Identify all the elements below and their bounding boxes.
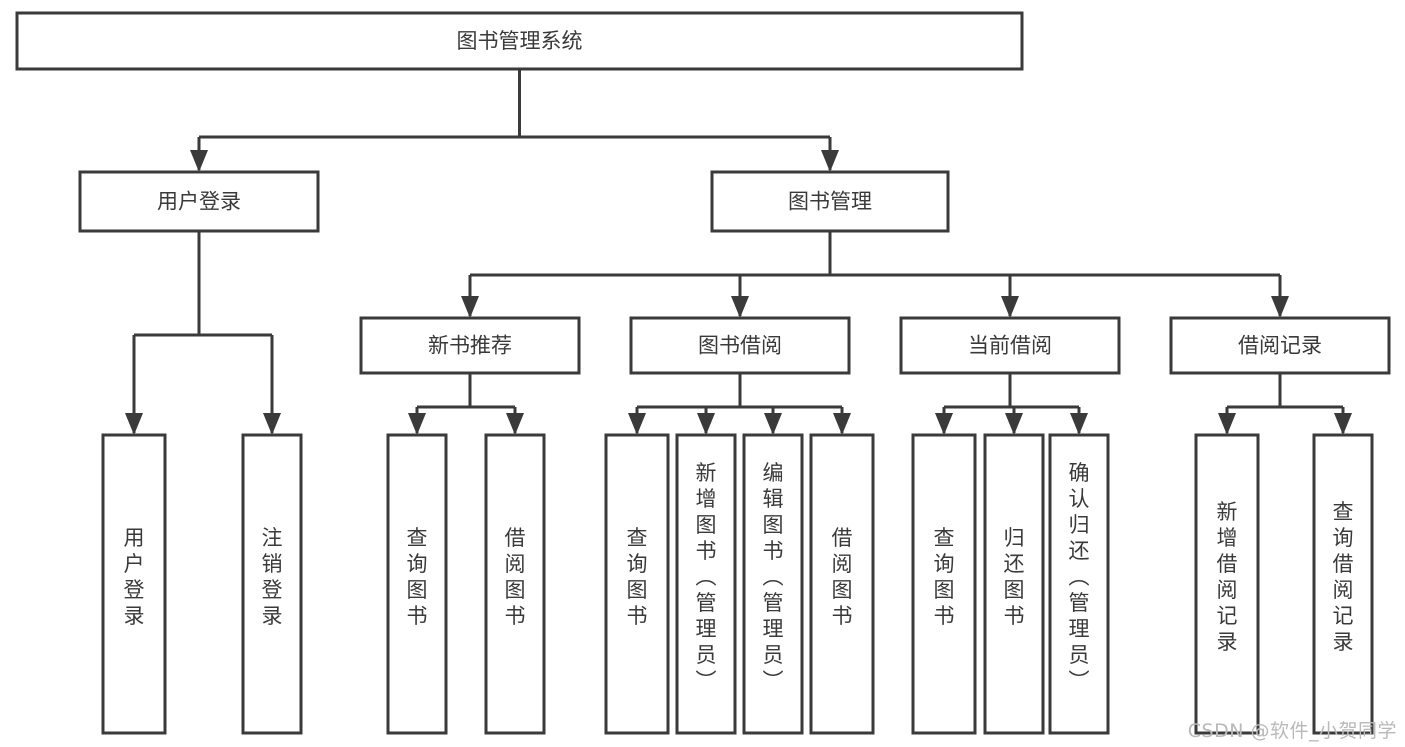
leaf-node-leaf-return-book-label: 归还图书 [1004,526,1025,628]
new-book-recommend-to-leaves-arrowhead-0 [408,413,426,435]
root-node-图书管理系统[interactable]: 图书管理系统 [15,11,1024,71]
level3-node-new-book-recommend-box[interactable] [359,316,581,375]
bookmanage-to-level3-arrowhead-2 [1001,296,1019,318]
level2-node-book-manage-label: 图书管理 [788,190,872,214]
level3-node-current-borrow-label: 当前借阅 [968,334,1052,358]
bookmanage-to-level3-arrowhead-3 [1271,296,1289,318]
leaf-node-leaf-return-book-box[interactable] [983,433,1045,735]
leaf-node-leaf-query-record-label: 查询借阅记录 [1333,500,1354,654]
leaf-node-leaf-add-book[interactable]: 新增图书︵管理员︶ [675,433,737,735]
level3-node-current-borrow[interactable]: 当前借阅 [899,316,1121,375]
leaf-node-leaf-logout-box[interactable] [241,433,303,735]
leaf-node-leaf-user-login[interactable]: 用户登录 [101,433,167,735]
leaf-node-leaf-user-login-label: 用户登录 [124,526,145,628]
leaf-node-leaf-add-book-label: 新增图书︵管理员︶ [696,461,717,693]
userlogin-to-leaves-arrowhead-1 [263,413,281,435]
level3-node-new-book-recommend[interactable]: 新书推荐 [359,316,581,375]
level2-node-user-login-box[interactable] [78,170,320,233]
root-to-level2-arrowhead-1 [821,150,839,172]
level3-node-book-borrow[interactable]: 图书借阅 [629,316,851,375]
current-borrow-to-leaves-arrowhead-2 [1070,413,1088,435]
leaf-node-leaf-query-book-3[interactable]: 查询图书 [911,433,977,735]
leaf-node-leaf-query-record-box[interactable] [1312,433,1374,735]
leaf-node-leaf-borrow-book-2[interactable]: 借阅图书 [809,433,875,735]
current-borrow-to-leaves-arrowhead-1 [1005,413,1023,435]
leaf-node-leaf-add-book-box[interactable] [675,433,737,735]
level3-node-book-borrow-label: 图书借阅 [698,334,782,358]
leaf-node-leaf-logout[interactable]: 注销登录 [241,433,303,735]
leaf-node-leaf-confirm-return-label: 确认归还︵管理员︶ [1069,461,1090,693]
bookmanage-to-level3-arrowhead-0 [461,296,479,318]
leaf-node-leaf-query-book-3-box[interactable] [911,433,977,735]
level3-node-borrow-record-box[interactable] [1169,316,1391,375]
leaf-node-leaf-user-login-box[interactable] [101,433,167,735]
level3-node-book-borrow-box[interactable] [629,316,851,375]
userlogin-to-leaves-arrowhead-0 [125,413,143,435]
level2-node-book-manage[interactable]: 图书管理 [710,170,950,233]
nodes-layer: 图书管理系统用户登录图书管理新书推荐图书借阅当前借阅借阅记录用户登录注销登录查询… [15,11,1391,735]
leaf-node-leaf-return-book[interactable]: 归还图书 [983,433,1045,735]
leaf-node-leaf-borrow-book-2-box[interactable] [809,433,875,735]
book-borrow-to-leaves-arrowhead-3 [833,413,851,435]
leaf-node-leaf-add-record-label: 新增借阅记录 [1217,500,1238,654]
book-borrow-to-leaves-arrowhead-1 [697,413,715,435]
level3-node-new-book-recommend-label: 新书推荐 [428,334,512,358]
leaf-node-leaf-borrow-book-1[interactable]: 借阅图书 [484,433,546,735]
leaf-node-leaf-query-book-2-box[interactable] [604,433,670,735]
leaf-node-leaf-query-book-3-label: 查询图书 [934,526,955,628]
leaf-node-leaf-edit-book[interactable]: 编辑图书︵管理员︶ [742,433,804,735]
leaf-node-leaf-logout-label: 注销登录 [262,526,283,628]
borrow-record-to-leaves-arrowhead-1 [1334,413,1352,435]
leaf-node-leaf-confirm-return-box[interactable] [1048,433,1110,735]
leaf-node-leaf-borrow-book-1-box[interactable] [484,433,546,735]
new-book-recommend-to-leaves-arrowhead-1 [506,413,524,435]
book-borrow-to-leaves-arrowhead-2 [764,413,782,435]
borrow-record-to-leaves-arrowhead-0 [1218,413,1236,435]
leaf-node-leaf-edit-book-box[interactable] [742,433,804,735]
csdn-watermark: CSDN @软件_小贺同学 [1187,720,1397,742]
level2-node-user-login-label: 用户登录 [157,190,241,214]
level3-node-current-borrow-box[interactable] [899,316,1121,375]
leaf-node-leaf-query-book-2[interactable]: 查询图书 [604,433,670,735]
leaf-node-leaf-query-record[interactable]: 查询借阅记录 [1312,433,1374,735]
leaf-node-leaf-query-book-2-label: 查询图书 [627,526,648,628]
root-node-图书管理系统-box[interactable] [15,11,1024,71]
leaf-node-leaf-borrow-book-1-label: 借阅图书 [505,526,526,628]
level3-node-borrow-record[interactable]: 借阅记录 [1169,316,1391,375]
leaf-node-leaf-borrow-book-2-label: 借阅图书 [832,526,853,628]
leaf-node-leaf-query-book-1-box[interactable] [386,433,448,735]
leaf-node-leaf-query-book-1-label: 查询图书 [407,526,428,628]
connectors-layer [125,69,1352,435]
book-borrow-to-leaves-arrowhead-0 [628,413,646,435]
level2-node-user-login[interactable]: 用户登录 [78,170,320,233]
level2-node-book-manage-box[interactable] [710,170,950,233]
current-borrow-to-leaves-arrowhead-0 [935,413,953,435]
root-to-level2-arrowhead-0 [190,150,208,172]
bookmanage-to-level3-arrowhead-1 [731,296,749,318]
leaf-node-leaf-confirm-return[interactable]: 确认归还︵管理员︶ [1048,433,1110,735]
level3-node-borrow-record-label: 借阅记录 [1238,334,1322,358]
leaf-node-leaf-add-record-box[interactable] [1194,433,1260,735]
leaf-node-leaf-edit-book-label: 编辑图书︵管理员︶ [763,461,784,693]
leaf-node-leaf-add-record[interactable]: 新增借阅记录 [1194,433,1260,735]
root-node-图书管理系统-label: 图书管理系统 [457,29,583,53]
leaf-node-leaf-query-book-1[interactable]: 查询图书 [386,433,448,735]
